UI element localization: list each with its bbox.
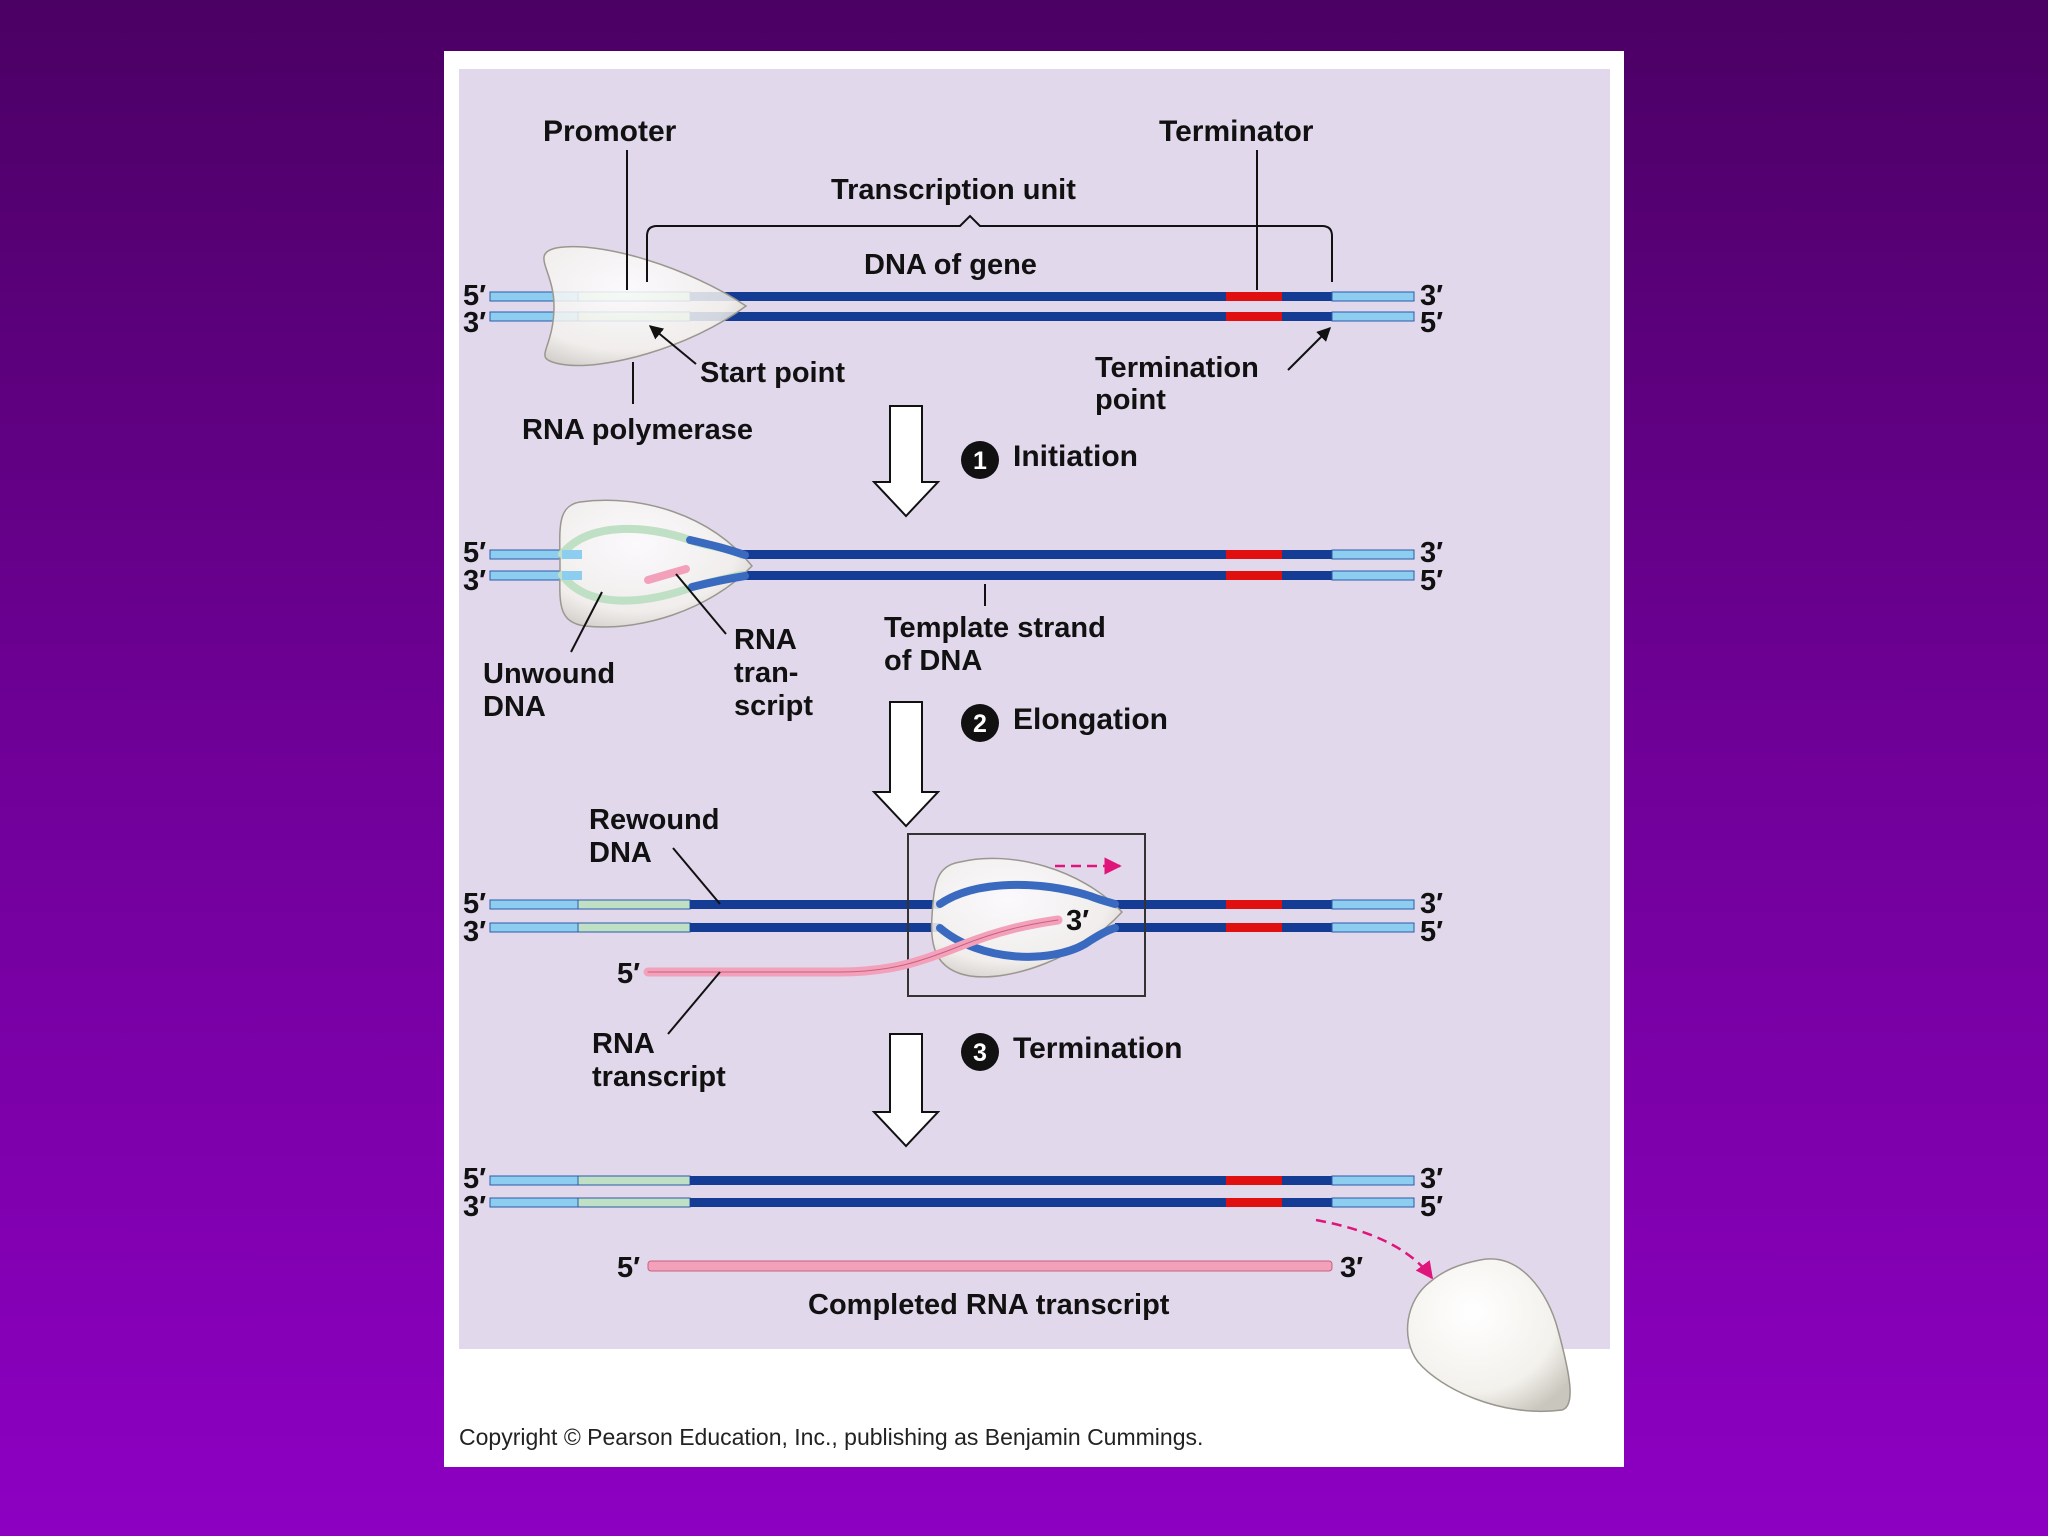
end-label-3prime: 3′ <box>1066 905 1089 937</box>
termination-point-label-2: point <box>1095 384 1166 416</box>
unwound-dna-label-1: Unwound <box>483 658 615 690</box>
end-label-5prime: 5′ <box>1420 916 1443 948</box>
step-label-elongation: Elongation <box>1013 703 1168 736</box>
termination-point-label-1: Termination <box>1095 352 1259 384</box>
end-label-3prime: 3′ <box>463 565 486 597</box>
copyright-notice: Copyright © Pearson Education, Inc., pub… <box>459 1424 1204 1450</box>
rna-polymerase-label: RNA polymerase <box>522 414 753 446</box>
end-label-5prime: 5′ <box>617 1252 640 1284</box>
step-arrow-termination: 3 Termination <box>871 1032 1182 1148</box>
template-strand-label-2: of DNA <box>884 645 982 677</box>
completed-rna-transcript <box>647 1260 1333 1272</box>
step-number: 1 <box>973 447 987 475</box>
rna-polymerase-released <box>1406 1258 1571 1412</box>
end-label-3prime: 3′ <box>1420 280 1443 312</box>
rna-transcript-label-1: RNA <box>592 1028 655 1060</box>
end-label-5prime: 5′ <box>463 537 486 569</box>
completed-rna-label: Completed RNA transcript <box>808 1289 1170 1321</box>
transcription-unit-label: Transcription unit <box>831 174 1076 206</box>
start-point-label: Start point <box>700 357 845 389</box>
promoter-label: Promoter <box>543 115 677 148</box>
rna-transcript-label-3: script <box>734 690 813 722</box>
terminator-label: Terminator <box>1159 115 1314 148</box>
end-label-5prime: 5′ <box>617 958 640 990</box>
end-label-3prime: 3′ <box>1420 888 1443 920</box>
end-label-3prime: 3′ <box>1420 537 1443 569</box>
rna-transcript-label-2: tran- <box>734 657 798 689</box>
end-label-5prime: 5′ <box>1420 307 1443 339</box>
end-label-3prime: 3′ <box>463 307 486 339</box>
unwound-dna-label-2: DNA <box>483 691 546 723</box>
end-label-5prime: 5′ <box>1420 565 1443 597</box>
end-label-3prime: 3′ <box>1340 1252 1363 1284</box>
end-label-3prime: 3′ <box>463 1191 486 1223</box>
end-label-3prime: 3′ <box>1420 1163 1443 1195</box>
end-label-3prime: 3′ <box>463 916 486 948</box>
step-label-termination: Termination <box>1013 1032 1182 1065</box>
zoom-box <box>907 833 1146 997</box>
end-label-5prime: 5′ <box>463 888 486 920</box>
step-label-initiation: Initiation <box>1013 440 1138 473</box>
end-label-5prime: 5′ <box>463 1163 486 1195</box>
stage-promoter-overview: Promoter Terminator Transcription unit D… <box>463 115 1443 446</box>
dna-of-gene-label: DNA of gene <box>864 249 1037 281</box>
stage-termination: 5′ 3′ Completed RNA transcript 5′ 3′ 3′ … <box>463 1163 1571 1412</box>
end-label-5prime: 5′ <box>463 280 486 312</box>
end-label-5prime: 5′ <box>1420 1191 1443 1223</box>
rna-transcript-label-1: RNA <box>734 624 797 656</box>
rna-polymerase-shape <box>543 245 748 367</box>
rna-transcript-short <box>644 565 690 584</box>
step-arrow-initiation: 1 Initiation <box>871 405 1138 518</box>
release-arrow <box>1315 1218 1434 1280</box>
template-strand-label-1: Template strand <box>884 612 1106 644</box>
step-number-badge <box>961 1033 999 1071</box>
step-number-badge <box>961 441 999 479</box>
rna-transcript-label-2: transcript <box>592 1061 726 1093</box>
stage-elongation: Rewound DNA RNA transcript 3′ 5′ 5′ 3′ 3… <box>463 804 1443 1093</box>
rewound-dna-label-1: Rewound <box>589 804 720 836</box>
stage-initiation: Unwound DNA RNA tran- script Template st… <box>463 499 1443 723</box>
rna-polymerase-shape <box>559 499 753 628</box>
step-number-badge <box>961 704 999 742</box>
step-arrow-elongation: 2 Elongation <box>871 701 1168 828</box>
step-number: 3 <box>973 1039 987 1067</box>
step-number: 2 <box>973 710 987 738</box>
rewound-dna-label-2: DNA <box>589 837 652 869</box>
transcription-unit-bracket <box>646 214 1333 282</box>
